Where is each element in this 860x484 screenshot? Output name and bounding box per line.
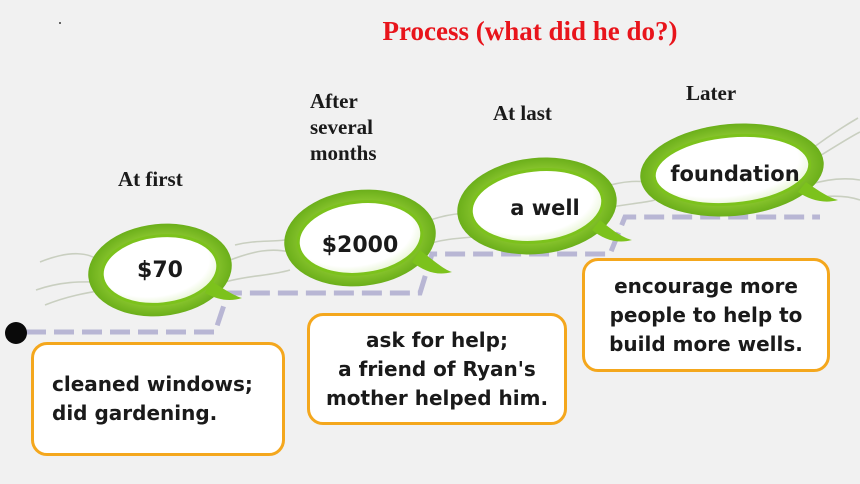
stray-mark (59, 22, 61, 24)
stage-label-1: At first (118, 167, 183, 191)
leaf-bubble-3 (457, 157, 632, 255)
stage-label-3: At last (493, 101, 552, 125)
callout-stage-2: ask for help; a friend of Ryan's mother … (307, 313, 567, 425)
stage-label-4: Later (686, 81, 737, 105)
callout-stage-1: cleaned windows; did gardening. (31, 342, 285, 456)
bubble-amount-3: a well (510, 196, 580, 220)
leaf-bubble-2 (284, 189, 452, 287)
slide-title: Process (what did he do?) (382, 16, 678, 46)
bubble-amount-1: $70 (137, 258, 183, 283)
callout-stage-4: encourage more people to help to build m… (582, 258, 830, 372)
stage-label-2: After several months (310, 89, 377, 165)
leaf-bubble-4 (640, 123, 838, 217)
bubble-amount-2: $2000 (321, 233, 399, 258)
callout-line: build more wells. (609, 331, 803, 356)
callout-line: people to help to (609, 302, 803, 327)
dashed-path (26, 214, 820, 335)
callout-line: a friend of Ryan's (338, 356, 536, 381)
callout-line: mother helped him. (325, 385, 549, 410)
callout-line: encourage more (614, 273, 798, 298)
dot-marker-icon (5, 322, 27, 344)
leaf-bubble-1 (88, 223, 242, 317)
callout-line: ask for help; (366, 327, 508, 352)
bubble-amount-4: foundation (670, 162, 800, 186)
callout-line: did gardening. (52, 401, 218, 425)
callout-line: cleaned windows; (52, 372, 253, 396)
